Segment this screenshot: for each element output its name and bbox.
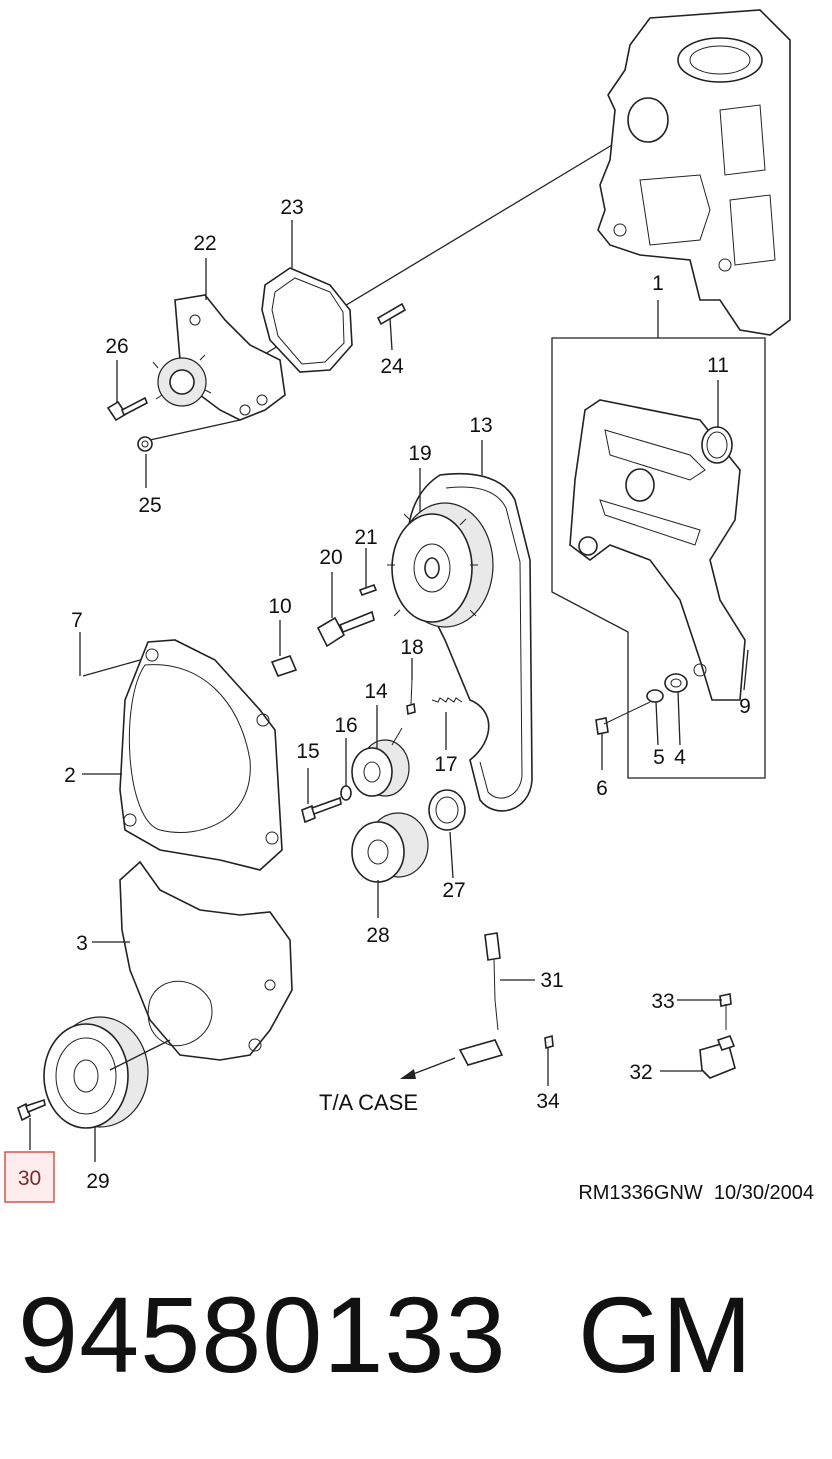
bolt-20 — [316, 610, 375, 648]
callout-32: 32 — [629, 1061, 652, 1084]
bushing-5 — [646, 689, 664, 703]
spring-17 — [431, 697, 463, 703]
bolt-26 — [106, 396, 149, 422]
callout-24: 24 — [380, 355, 404, 378]
part-number: 94580133 — [18, 1274, 507, 1395]
seal-11 — [701, 426, 733, 464]
callout-9: 9 — [739, 695, 751, 718]
drawing-reference: RM1336GNW 10/30/2004 — [578, 1182, 814, 1204]
callout-27: 27 — [442, 879, 465, 902]
ta-case-label: T/A CASE — [319, 1090, 418, 1115]
camshaft-position-sensor — [699, 1035, 736, 1079]
upper-front-cover — [119, 639, 283, 871]
engine-block — [597, 9, 791, 336]
callout-28: 28 — [366, 924, 389, 947]
callout-5: 5 — [653, 746, 665, 769]
callout-34: 34 — [536, 1090, 560, 1113]
pin-21 — [358, 583, 378, 597]
washer-4 — [664, 673, 688, 693]
callout-17: 17 — [434, 753, 457, 776]
callout-7: 7 — [71, 609, 83, 632]
callout-26: 26 — [105, 335, 128, 358]
callout-18: 18 — [400, 636, 423, 659]
part-footer: 94580133 GM — [18, 1270, 818, 1420]
key-10 — [270, 655, 298, 677]
washer-16 — [340, 785, 352, 801]
exploded-parts-diagram: 1 2 3 4 5 6 7 9 10 11 13 14 15 16 17 18 … — [4, 9, 814, 1204]
ta-case-arrowhead — [400, 1069, 416, 1079]
callout-2: 2 — [64, 764, 76, 787]
callout-3: 3 — [76, 932, 88, 955]
callout-21: 21 — [354, 526, 377, 549]
callout-30: 30 — [18, 1167, 41, 1190]
callout-13: 13 — [469, 414, 492, 437]
callout-25: 25 — [138, 494, 161, 517]
callout-16: 16 — [334, 714, 357, 737]
callout-10: 10 — [268, 595, 291, 618]
nut-25 — [137, 436, 153, 452]
highlighted-callout-box — [4, 1151, 55, 1203]
callout-labels: 1 2 3 4 5 6 7 9 10 11 13 14 15 16 17 18 … — [4, 196, 751, 1203]
bolt-34 — [544, 1034, 554, 1050]
brand-name: GM — [578, 1274, 752, 1395]
callout-22: 22 — [193, 232, 216, 255]
callout-23: 23 — [280, 196, 303, 219]
crankshaft-pulley — [43, 1016, 149, 1129]
callout-4: 4 — [674, 746, 686, 769]
leader-lines — [29, 220, 749, 1162]
rear-timing-cover — [569, 399, 746, 701]
lower-front-cover — [119, 860, 293, 1061]
bolt-33 — [719, 993, 732, 1030]
bolt-6 — [595, 701, 651, 735]
water-pump — [152, 294, 286, 421]
seal-27 — [428, 789, 466, 831]
bolt-15 — [301, 796, 342, 824]
crankshaft-sprocket — [351, 812, 429, 883]
callout-19: 19 — [408, 442, 431, 465]
crankshaft-position-sensor — [458, 932, 504, 1066]
tensioner — [351, 727, 410, 797]
water-pump-gasket — [261, 267, 353, 373]
stud-24 — [376, 302, 407, 326]
callout-11: 11 — [707, 354, 729, 377]
bolt-18 — [406, 679, 416, 716]
callout-1: 1 — [652, 272, 664, 295]
callout-14: 14 — [364, 680, 388, 703]
callout-29: 29 — [86, 1170, 109, 1193]
bolt-30 — [17, 1098, 46, 1122]
callout-33: 33 — [651, 990, 674, 1013]
camshaft-sprocket — [387, 502, 494, 628]
callout-20: 20 — [319, 546, 342, 569]
callout-31: 31 — [540, 969, 563, 992]
callout-15: 15 — [296, 740, 319, 763]
callout-6: 6 — [596, 777, 608, 800]
